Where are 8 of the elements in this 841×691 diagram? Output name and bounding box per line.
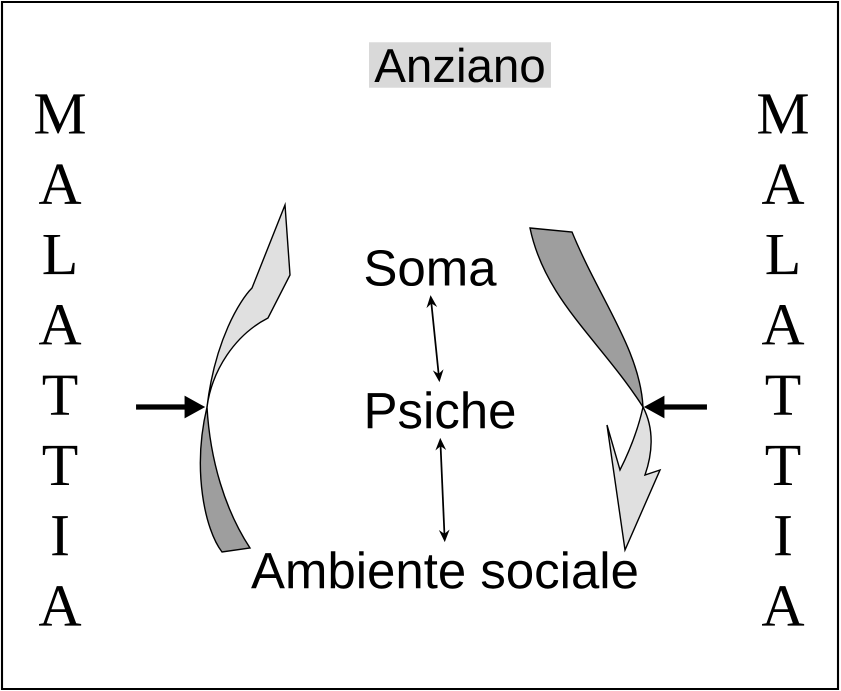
curved-arrow — [529, 227, 661, 551]
word: Soma — [366, 250, 497, 286]
vertical-word: M A L A T T I A — [758, 94, 808, 626]
curved-arrow — [200, 204, 291, 553]
vertical-word: M A L A T T I A — [35, 94, 85, 626]
word: Psiche — [368, 391, 514, 429]
title-box: Anziano — [369, 42, 551, 88]
word: Ambiente sociale — [251, 551, 637, 589]
